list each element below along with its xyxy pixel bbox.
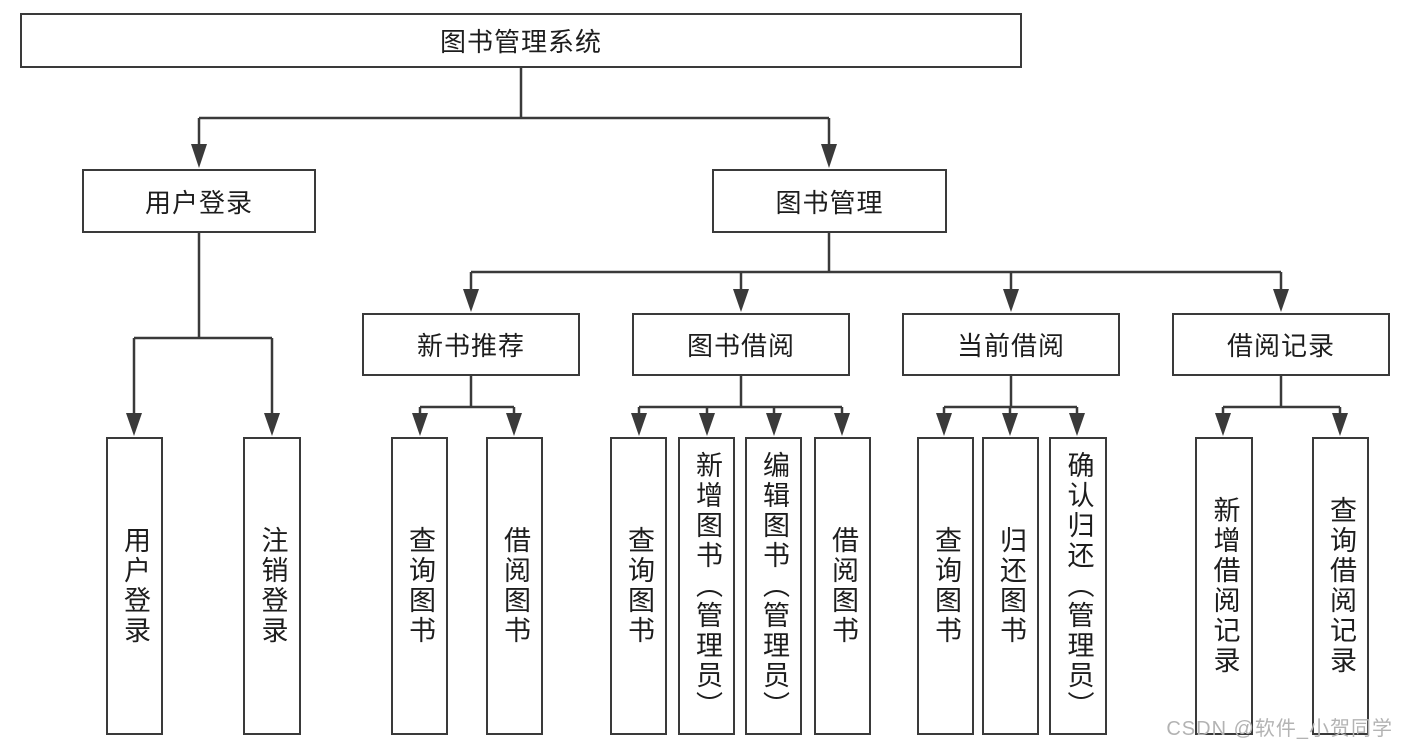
node-label: 当前借阅 — [956, 331, 1065, 361]
leaf-query-borrow-record: 查询借阅记录 — [1312, 437, 1369, 735]
node-label: 查询图书 — [624, 526, 654, 646]
node-user-login: 用户登录 — [82, 169, 316, 233]
node-label: 确认归还（管理员） — [1063, 451, 1094, 721]
node-label: 用户登录 — [120, 526, 150, 646]
node-label: 新增借阅记录 — [1209, 496, 1240, 676]
leaf-edit-books-admin: 编辑图书（管理员） — [745, 437, 802, 735]
node-new-book-recommend: 新书推荐 — [362, 313, 580, 376]
node-label: 图书管理 — [775, 187, 884, 218]
node-label: 查询图书 — [931, 526, 961, 646]
leaf-user-login: 用户登录 — [106, 437, 163, 735]
leaf-newbook-query-books: 查询图书 — [391, 437, 448, 735]
node-current-borrow: 当前借阅 — [902, 313, 1120, 376]
node-label: 图书管理系统 — [439, 27, 602, 57]
leaf-add-books-admin: 新增图书（管理员） — [678, 437, 735, 735]
leaf-newbook-borrow-books: 借阅图书 — [486, 437, 543, 735]
node-label: 借阅图书 — [500, 526, 530, 646]
node-label: 查询图书 — [405, 526, 435, 646]
leaf-return-books: 归还图书 — [982, 437, 1039, 735]
node-borrow-records: 借阅记录 — [1172, 313, 1390, 376]
node-book-management: 图书管理 — [712, 169, 947, 233]
leaf-add-borrow-record: 新增借阅记录 — [1195, 437, 1253, 735]
node-label: 用户登录 — [144, 187, 253, 218]
leaf-confirm-return-admin: 确认归还（管理员） — [1049, 437, 1107, 735]
node-label: 注销登录 — [257, 526, 288, 646]
leaf-logout: 注销登录 — [243, 437, 301, 735]
leaf-borrow-books: 借阅图书 — [814, 437, 871, 735]
node-label: 编辑图书（管理员） — [759, 451, 789, 721]
leaf-borrow-query-books: 查询图书 — [610, 437, 667, 735]
node-label: 借阅图书 — [828, 526, 858, 646]
node-library-management-system: 图书管理系统 — [20, 13, 1022, 68]
csdn-watermark: CSDN @软件_小贺同学 — [1166, 718, 1393, 740]
node-label: 新增图书（管理员） — [692, 451, 722, 721]
node-label: 新书推荐 — [416, 331, 525, 361]
node-book-borrow: 图书借阅 — [632, 313, 850, 376]
leaf-current-query-books: 查询图书 — [917, 437, 974, 735]
node-label: 查询借阅记录 — [1326, 496, 1356, 676]
node-label: 图书借阅 — [686, 331, 795, 361]
node-label: 归还图书 — [996, 526, 1026, 646]
node-label: 借阅记录 — [1226, 331, 1335, 361]
